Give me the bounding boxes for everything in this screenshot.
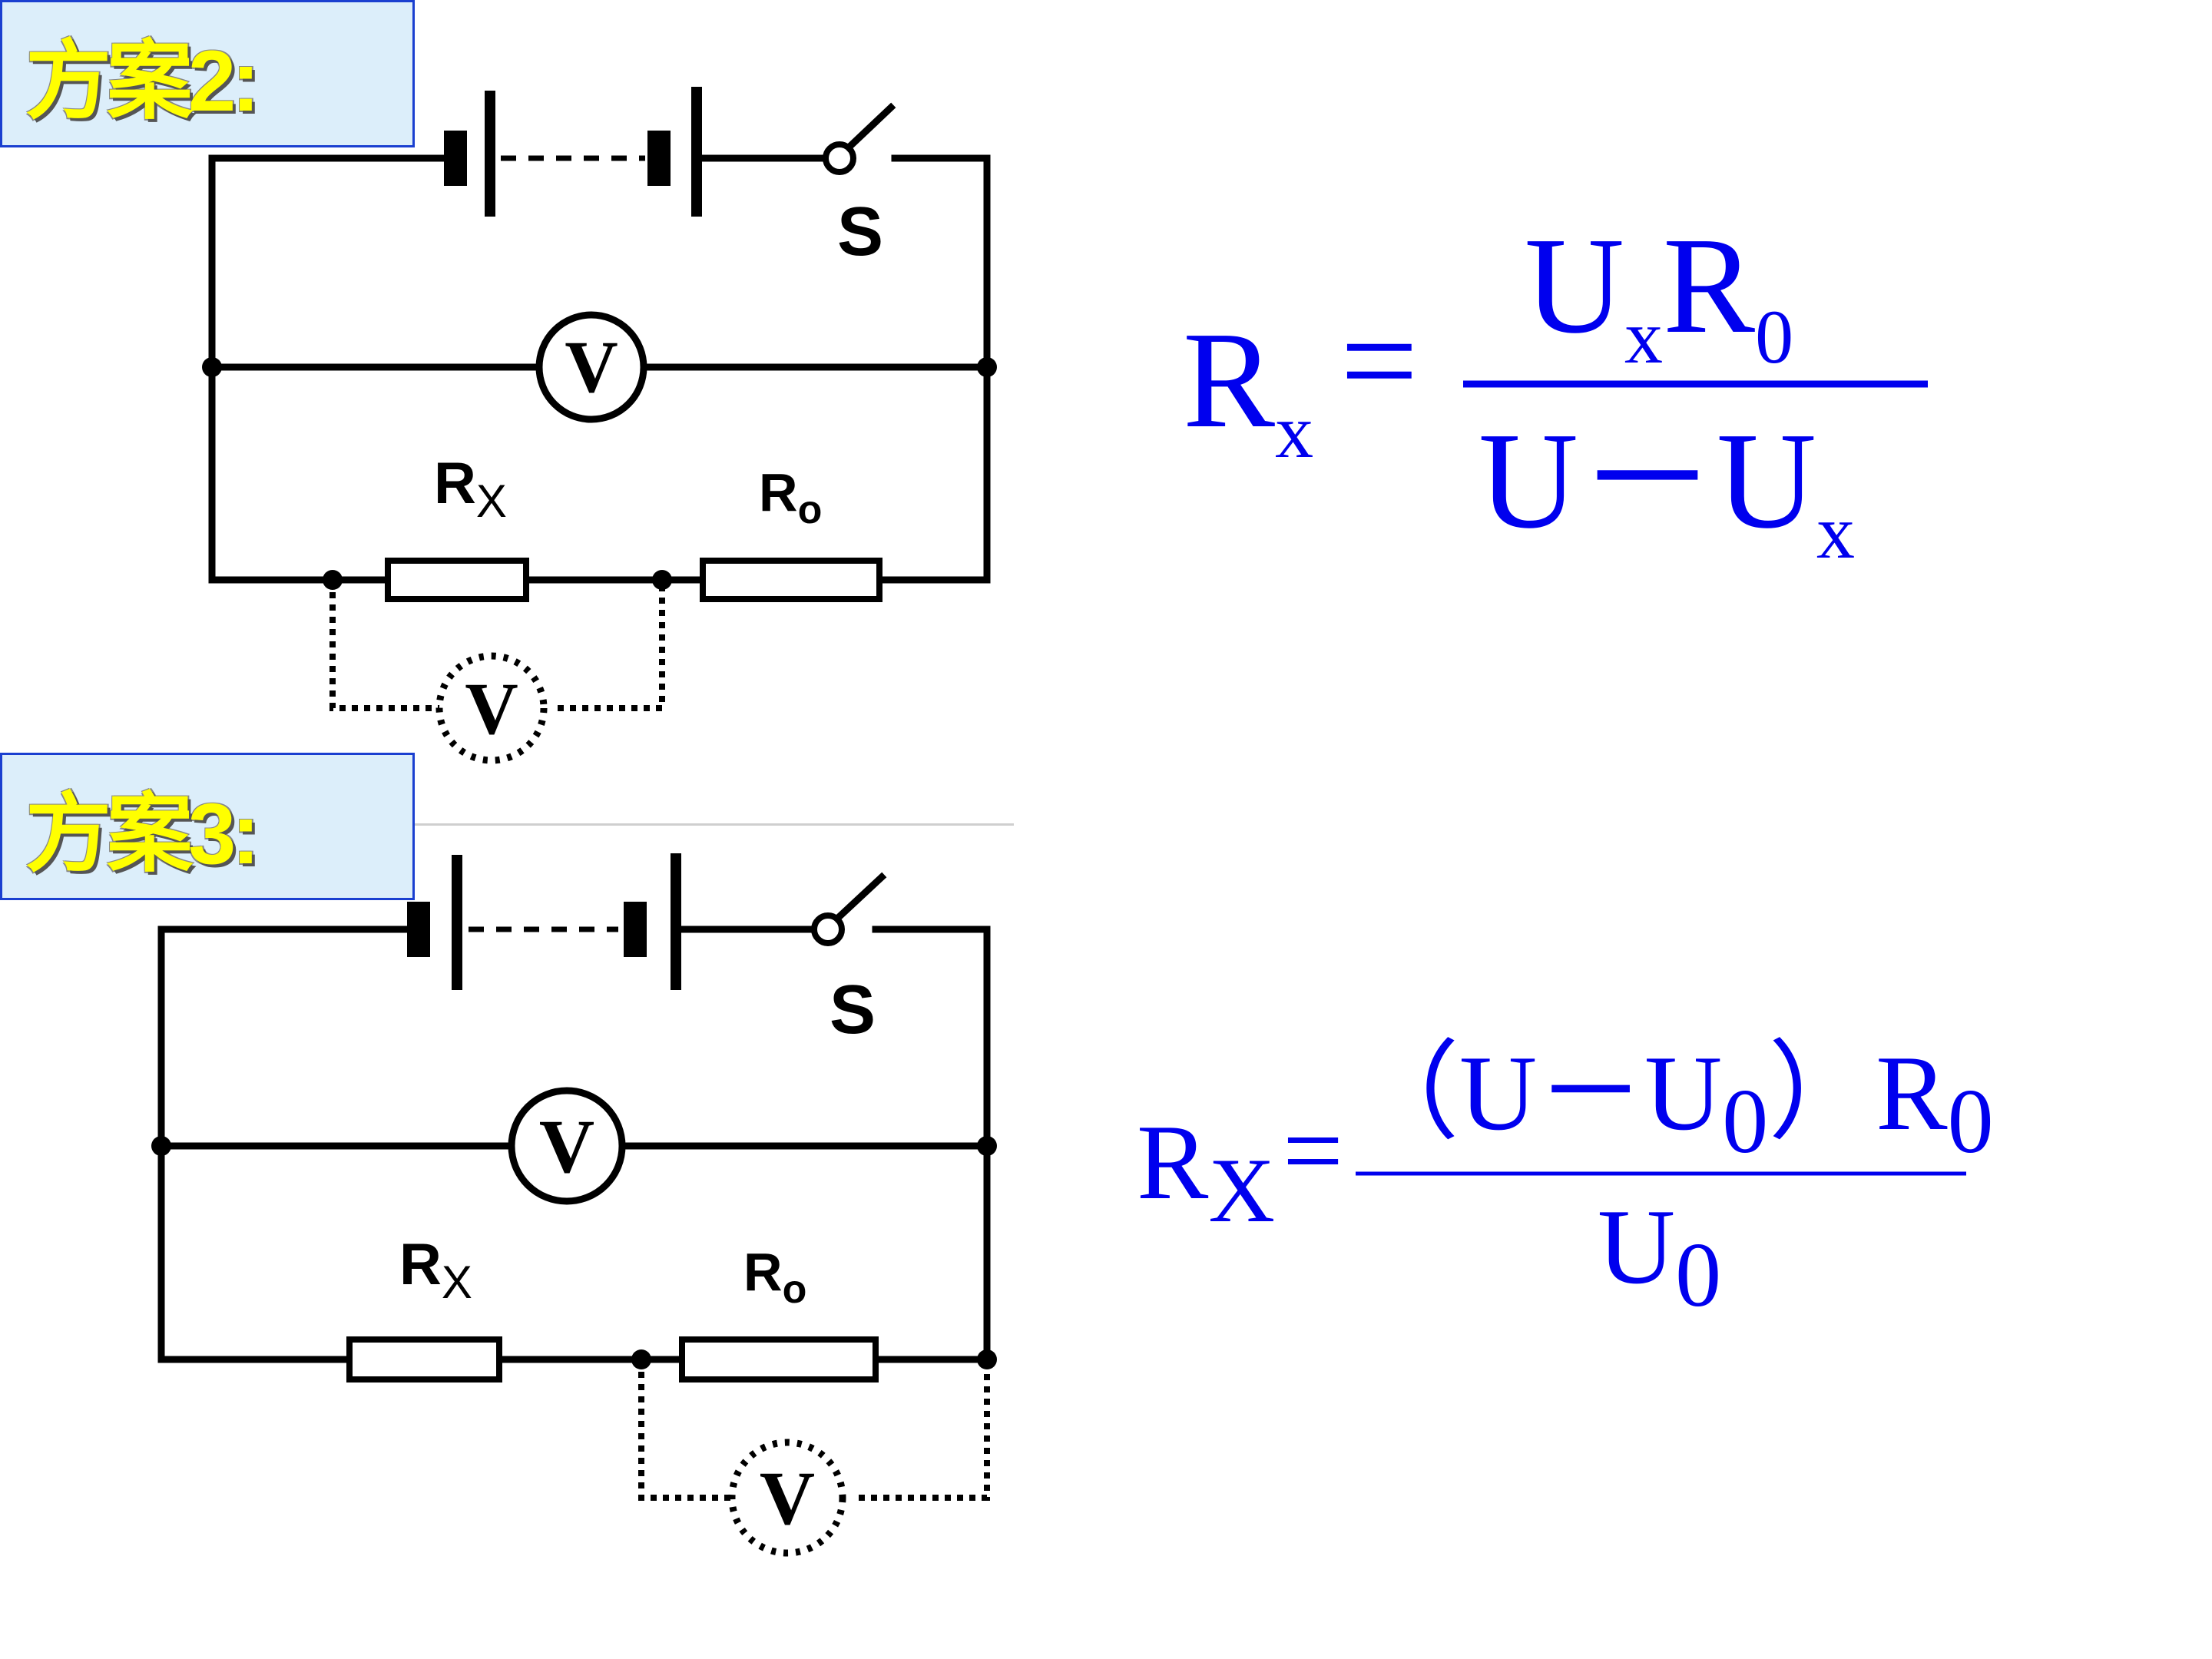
scheme3-label: 方案3: [0,753,415,900]
scheme2-resistor-rx [385,558,529,602]
scheme2-formula-lhs: Rx [1183,303,1313,474]
scheme3-r0-label: Ro [743,1242,806,1312]
scheme2-switch-label: S [837,194,883,270]
scheme3-node-right-bottom [977,1349,997,1369]
scheme2-resistor-r0 [700,558,882,602]
scheme3-resistor-r0 [679,1336,879,1382]
scheme2-node-left-mid [202,357,222,377]
scheme3-formula-eq: = [1283,1091,1343,1210]
scheme3-formula-lhs: RX [1137,1103,1275,1241]
scheme3-circuit: S V RX Ro V [151,853,997,1557]
section-divider [415,823,1014,826]
scheme3-formula-denominator: U0 [1598,1187,1721,1326]
scheme3-switch-pivot [811,912,845,946]
scheme3-switch-label: S [830,972,876,1048]
scheme3-voltmeter-label: V [539,1104,594,1189]
scheme3-right-wire [872,926,991,1363]
scheme3-voltmeter [508,1087,626,1205]
scheme2-dotted-voltmeter-wire-right [558,580,665,711]
scheme2-dotted-voltmeter [435,652,548,764]
scheme2-voltmeter-label: V [565,326,618,408]
scheme3-formula-numerator: （U－U0）R0 [1352,1034,1994,1172]
scheme2-battery-cell-2-negative [647,131,671,186]
scheme2-title: 方案2: [25,33,260,129]
scheme2-rx-label: RX [434,451,507,527]
scheme3-switch-blade [832,872,887,924]
scheme2-dotted-voltmeter-wire [329,580,453,711]
scheme3-title: 方案3: [25,786,260,882]
scheme2-node-right-mid [977,357,997,377]
scheme3-formula: RX = （U－U0）R0 U0 [1137,1034,1994,1326]
scheme2-r0-label: Ro [759,462,822,532]
scheme2-formula-numerator: UxR0 [1525,209,1793,379]
scheme2-battery-cell-1-negative [444,131,467,186]
scheme2-formula-denominator: U－Ux [1479,404,1855,575]
scheme2-formula: Rx = UxR0 U－Ux [1183,209,1928,575]
scheme3-resistor-rx [346,1336,502,1382]
scheme3-battery-cell-2-negative [624,902,647,957]
scheme2-formula-eq: = [1340,284,1419,437]
scheme3-node-right-mid [977,1136,997,1156]
scheme3-node-left-mid [151,1136,171,1156]
scheme3-rx-label: RX [399,1232,472,1308]
scheme3-dotted-voltmeter-label: V [760,1455,815,1541]
scheme3-dotted-voltmeter [728,1439,846,1557]
scheme2-switch-blade [843,102,896,153]
scheme3-dotted-voltmeter-wire-right [859,1359,990,1501]
scheme2-switch-pivot [823,141,856,175]
scheme2-node-rx-right [652,570,672,590]
scheme2-circuit: S V RX Ro V [202,87,997,764]
scheme3-dotted-voltmeter-wire [638,1359,747,1501]
scheme2-label: 方案2: [0,0,415,147]
scheme3-battery-cell-1-negative [407,902,430,957]
scheme2-voltmeter [535,311,647,423]
scheme2-dotted-voltmeter-label: V [465,667,518,750]
